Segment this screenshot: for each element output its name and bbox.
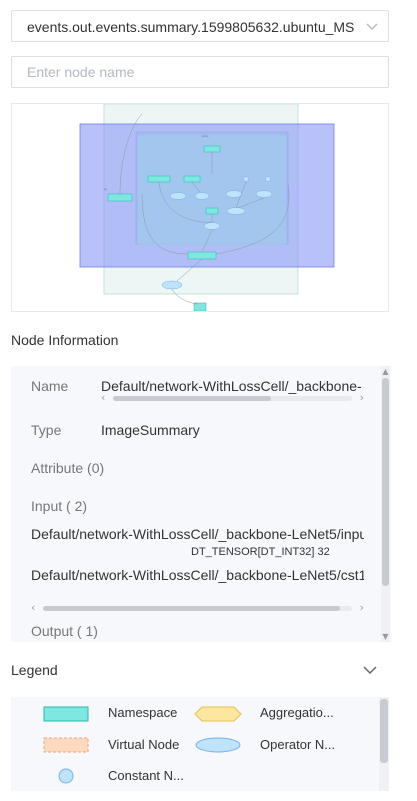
namespace-swatch-icon: [43, 706, 89, 722]
operator-node-swatch-icon: [195, 737, 241, 753]
minimap-node: [205, 207, 219, 215]
summary-file-select-value: events.out.events.summary.1599805632.ubu…: [27, 19, 355, 35]
name-hscroll[interactable]: ‹ ›: [101, 391, 364, 404]
type-label: Type: [31, 422, 62, 438]
svg-text:▪▪▪: ▪▪▪: [104, 187, 107, 191]
input-item-detail: DT_TENSOR[DT_INT32] 32: [191, 546, 330, 558]
minimap-node: [225, 190, 243, 198]
inputs-hscroll-thumb[interactable]: [43, 606, 340, 611]
scroll-up-arrow-icon[interactable]: ▲: [382, 367, 389, 376]
minimap-node: [255, 190, 273, 198]
input-item[interactable]: Default/network-WithLossCell/_backbone-L…: [31, 567, 364, 583]
legend-virtual-node-label: Virtual Node: [108, 737, 180, 752]
minimap-edges: [119, 113, 290, 305]
type-value: ImageSummary: [101, 422, 200, 438]
minimap-node: [193, 302, 207, 311]
graph-minimap-canvas: ▪▪▪▪▪▪ ▪▪▪: [79, 104, 335, 311]
name-hscroll-thumb[interactable]: [113, 396, 271, 401]
scroll-down-arrow-icon[interactable]: ▼: [382, 632, 389, 641]
minimap-node: [183, 175, 201, 183]
minimap-node: [187, 251, 217, 260]
node-info-vscroll-thumb[interactable]: [382, 378, 389, 586]
chevron-down-icon[interactable]: [363, 663, 377, 677]
minimap-node: [107, 193, 133, 202]
virtual-node-swatch-icon: [43, 737, 89, 753]
scroll-right-arrow-icon[interactable]: ›: [359, 601, 364, 614]
node-search-input[interactable]: [11, 56, 389, 88]
input-label[interactable]: Input ( 2): [31, 498, 88, 514]
legend-panel: Namespace Aggregatio... Virtual Node Ope…: [11, 697, 389, 791]
node-info-vscroll[interactable]: ▲ ▼: [381, 366, 390, 642]
node-info-title: Node Information: [11, 332, 119, 348]
minimap-node: [265, 176, 271, 182]
attribute-label[interactable]: Attribute (0): [31, 460, 105, 476]
legend-namespace-label: Namespace: [108, 705, 178, 720]
legend-constant-node-label: Constant N...: [108, 768, 184, 783]
legend-vscroll[interactable]: [379, 697, 389, 791]
minimap-tiny-labels: ▪▪▪▪▪▪ ▪▪▪: [104, 134, 208, 191]
legend-operator-node-label: Operator N...: [260, 737, 336, 752]
name-value: Default/network-WithLossCell/_backbone-: [101, 378, 362, 394]
legend-vscroll-thumb[interactable]: [380, 699, 388, 763]
svg-text:▪▪▪▪▪▪: ▪▪▪▪▪▪: [202, 134, 208, 138]
minimap-node: [203, 145, 221, 153]
inputs-hscroll[interactable]: ‹ ›: [31, 601, 364, 614]
name-label: Name: [31, 378, 69, 394]
minimap-node: [169, 192, 187, 200]
scroll-left-arrow-icon[interactable]: ‹: [101, 391, 106, 404]
input-item[interactable]: Default/network-WithLossCell/_backbone-L…: [31, 526, 364, 542]
minimap-node: [226, 207, 246, 215]
output-label[interactable]: Output ( 1): [31, 623, 98, 639]
legend-title: Legend: [11, 662, 58, 678]
minimap-node: [203, 222, 221, 230]
constant-node-swatch-icon: [58, 768, 74, 784]
summary-file-select[interactable]: events.out.events.summary.1599805632.ubu…: [11, 10, 389, 42]
scroll-right-arrow-icon[interactable]: ›: [359, 391, 364, 404]
chevron-down-icon: [366, 23, 378, 30]
minimap-node: [194, 192, 210, 200]
node-info-panel: Name Default/network-WithLossCell/_backb…: [11, 366, 391, 642]
scroll-left-arrow-icon[interactable]: ‹: [31, 601, 36, 614]
legend-aggregation-label: Aggregatio...: [260, 705, 334, 720]
minimap-node: [161, 280, 183, 290]
aggregation-swatch-icon: [194, 706, 242, 722]
graph-minimap[interactable]: ▪▪▪▪▪▪ ▪▪▪: [11, 103, 389, 312]
minimap-node: [243, 176, 249, 182]
minimap-node: [147, 175, 171, 183]
